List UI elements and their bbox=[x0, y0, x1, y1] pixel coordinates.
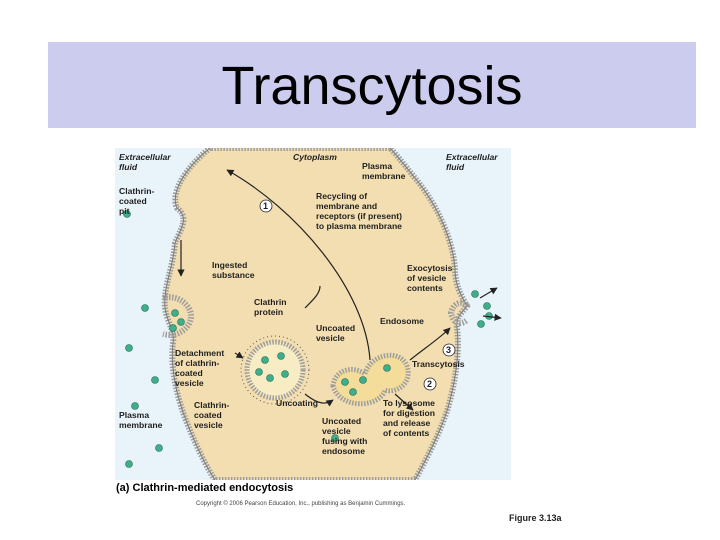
step-3-marker bbox=[442, 343, 456, 357]
clathrin-coat bbox=[240, 335, 310, 405]
label-extracellular-right: Extracellular fluid bbox=[446, 152, 500, 172]
step-3-number: 3 bbox=[446, 345, 451, 355]
step-2-number: 2 bbox=[427, 379, 432, 389]
label-to-lysosome: To lysosome for digestion and release of… bbox=[383, 398, 437, 438]
label-transcytosis: Transcytosis bbox=[412, 359, 465, 369]
label-plasma-membrane-top: Plasma membrane bbox=[362, 161, 406, 181]
step-1-number: 1 bbox=[263, 201, 268, 211]
figure-reference: Figure 3.13a bbox=[509, 513, 562, 523]
title-bar: Transcytosis bbox=[48, 42, 696, 128]
clathrin-coated-vesicle bbox=[244, 339, 306, 401]
transcytosis-diagram: Extracellular fluid Extracellular fluid … bbox=[115, 148, 511, 480]
label-endosome: Endosome bbox=[380, 316, 424, 326]
label-uncoated-vesicle-fusing: Uncoated vesicle fusing with endosome bbox=[322, 416, 370, 456]
figure-caption: (a) Clathrin-mediated endocytosis bbox=[116, 482, 294, 494]
label-clathrin-coated-vesicle: Clathrin- coated vesicle bbox=[194, 400, 232, 430]
label-clathrin-protein: Clathrin protein bbox=[254, 297, 289, 317]
plasma-membrane-left bbox=[164, 148, 216, 480]
particles bbox=[123, 210, 493, 468]
label-uncoated-vesicle: Uncoated vesicle bbox=[316, 323, 358, 343]
label-exocytosis: Exocytosis of vesicle contents bbox=[407, 263, 455, 293]
label-ingested-substance: Ingested substance bbox=[212, 260, 255, 280]
label-recycling: Recycling of membrane and receptors (if … bbox=[316, 191, 404, 231]
exocytosis-opening bbox=[447, 300, 469, 327]
label-extracellular-left: Extracellular fluid bbox=[119, 152, 173, 172]
copyright-notice: Copyright © 2006 Pearson Education, Inc.… bbox=[196, 501, 406, 507]
diagram-svg: Extracellular fluid Extracellular fluid … bbox=[115, 148, 511, 480]
label-clathrin-coated-pit: Clathrin- coated pit bbox=[119, 186, 157, 216]
label-cytoplasm: Cytoplasm bbox=[293, 152, 337, 162]
slide-title: Transcytosis bbox=[221, 56, 523, 116]
step-1-marker bbox=[259, 199, 273, 213]
label-uncoating: Uncoating bbox=[276, 398, 318, 408]
label-plasma-membrane-left: Plasma membrane bbox=[119, 410, 163, 430]
pathway-arrows bbox=[177, 169, 502, 411]
step-2-marker bbox=[423, 377, 437, 391]
coated-pit-membrane bbox=[162, 294, 195, 338]
label-detachment: Detachment of clathrin- coated vesicle bbox=[175, 348, 227, 388]
